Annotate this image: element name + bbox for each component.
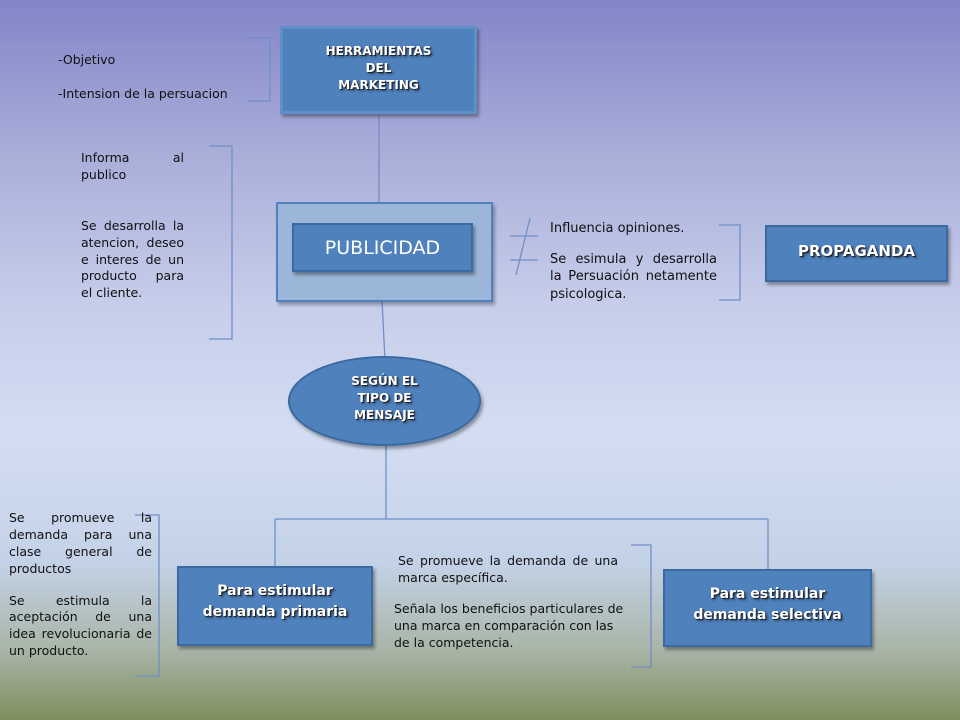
bracket-primaria: [135, 514, 160, 677]
node-primaria-line1: Para estimular: [217, 583, 333, 599]
connector-publicidad-to-ellipse: [381, 300, 386, 361]
note-primaria-left: Se promueve la demanda para una clase ge…: [9, 510, 152, 660]
node-propaganda: PROPAGANDA: [765, 225, 948, 282]
note-informa: Informa al publico: [81, 150, 184, 182]
node-herramientas: HERRAMIENTAS DEL MARKETING: [280, 26, 477, 114]
note-promueve-general: Se promueve la demanda para una clase ge…: [9, 510, 152, 576]
node-segun-mensaje: SEGÚN EL TIPO DE MENSAJE: [288, 356, 481, 446]
note-top-left: -Objetivo -Intension de la persuacion: [58, 52, 248, 103]
node-selectiva-line1: Para estimular: [709, 586, 826, 602]
note-promueve-marca: Se promueve la demanda de una marca espe…: [398, 553, 618, 585]
note-intension: -Intension de la persuacion: [58, 85, 228, 101]
node-selectiva-line2: demanda selectiva: [693, 607, 842, 623]
note-beneficios: Señala los beneficios particulares de un…: [394, 600, 624, 650]
bracket-publicidad-left: [209, 145, 233, 340]
bracket-propaganda: [719, 224, 741, 301]
node-herramientas-line3: MARKETING: [338, 77, 419, 92]
note-estimula-idea: Se estimula la aceptación de una idea re…: [9, 592, 152, 659]
node-segun-line2: TIPO DE: [357, 390, 412, 405]
node-segun-line1: SEGÚN EL: [351, 373, 418, 388]
bracket-top-left: [248, 37, 271, 102]
node-herramientas-line1: HERRAMIENTAS: [325, 43, 432, 58]
note-publicidad-left: Informa al publico Se desarrolla la aten…: [81, 150, 184, 302]
not-equal-slash: [515, 217, 531, 276]
node-herramientas-line2: DEL: [365, 60, 392, 75]
note-objetivo: -Objetivo: [58, 52, 116, 67]
node-publicidad-label: PUBLICIDAD: [324, 236, 441, 259]
node-publicidad: PUBLICIDAD: [292, 223, 473, 272]
note-influencia: Influencia opiniones.: [550, 221, 685, 236]
node-segun-line3: MENSAJE: [354, 407, 415, 422]
bracket-selectiva: [631, 544, 652, 668]
note-persuasion: Se esimula y desarrolla la Persuación ne…: [550, 251, 717, 302]
node-demanda-selectiva: Para estimular demanda selectiva: [663, 569, 872, 647]
note-desarrolla: Se desarrolla la atencion, deseo e inter…: [81, 217, 184, 301]
node-primaria-line2: demanda primaria: [202, 604, 348, 620]
note-selectiva-left: Se promueve la demanda de una marca espe…: [394, 553, 623, 651]
node-propaganda-label: PROPAGANDA: [797, 241, 916, 260]
node-demanda-primaria: Para estimular demanda primaria: [177, 566, 373, 646]
note-propaganda-left: Influencia opiniones. Se esimula y desar…: [550, 220, 717, 303]
